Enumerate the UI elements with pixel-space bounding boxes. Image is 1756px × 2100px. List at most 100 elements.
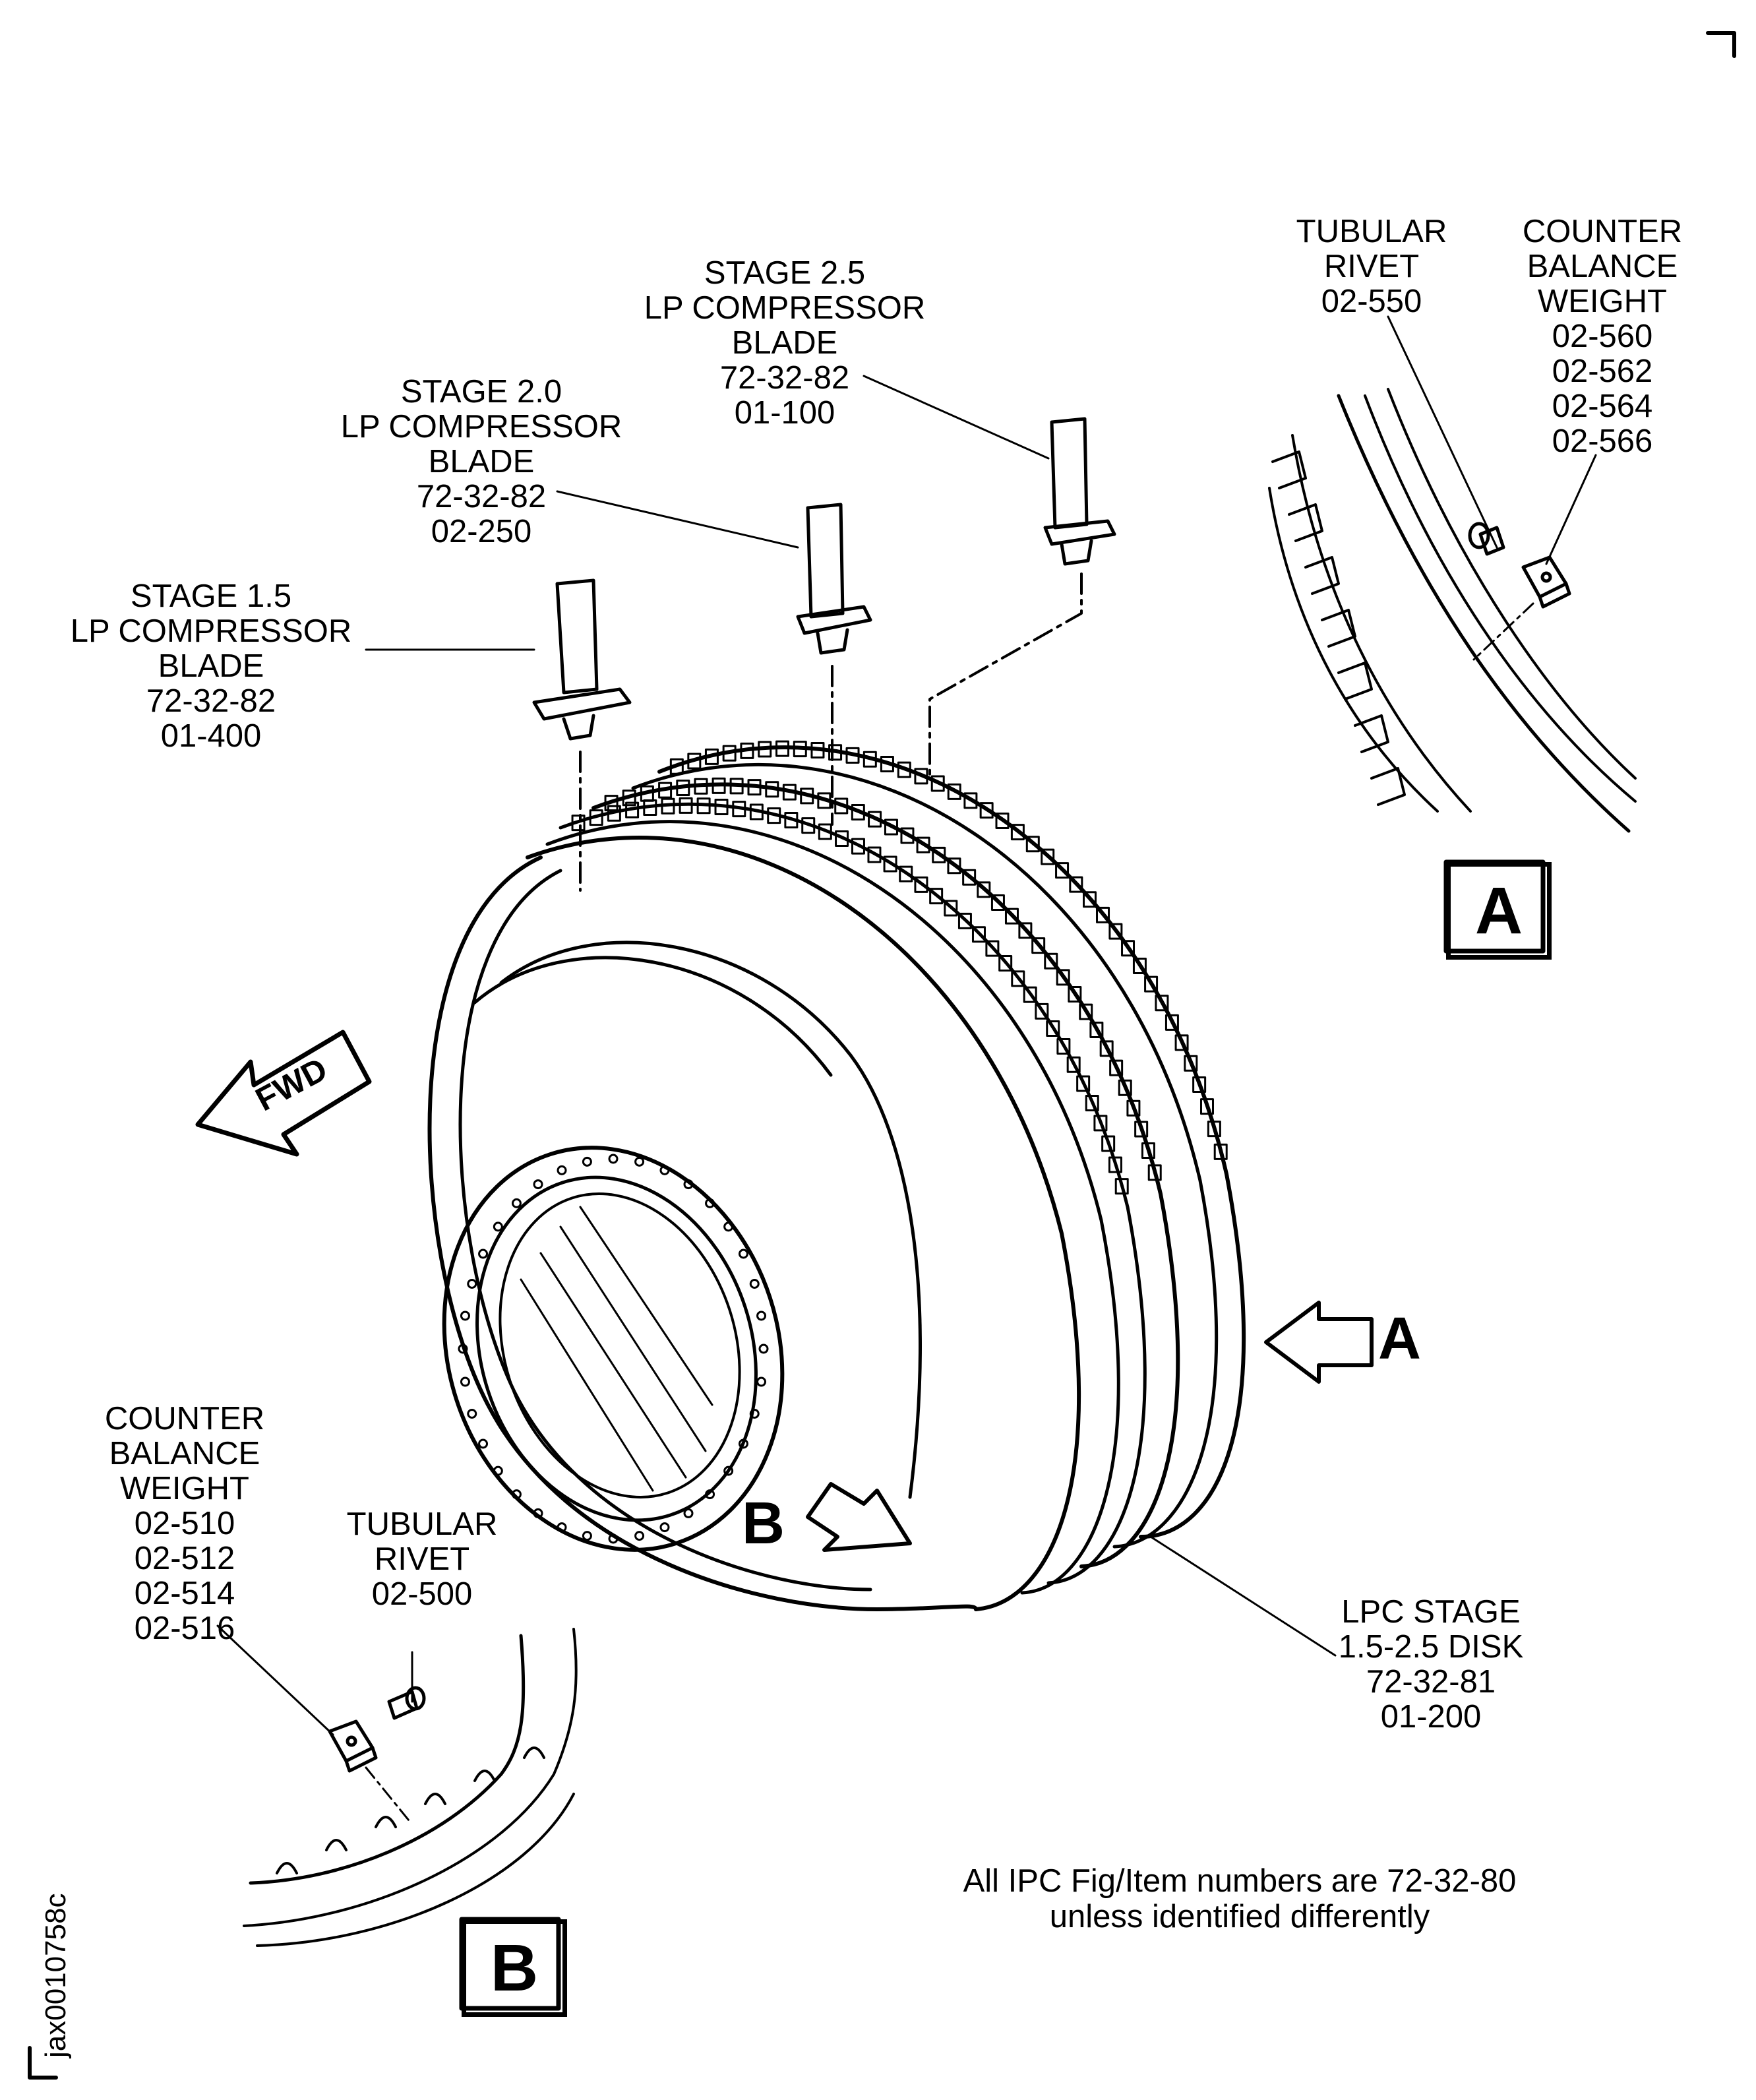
blade-slot bbox=[782, 784, 797, 801]
blade-slot bbox=[704, 748, 719, 765]
blade-slot bbox=[1121, 940, 1135, 957]
blade-slot bbox=[749, 803, 764, 820]
bolt-hole bbox=[756, 1311, 767, 1321]
stage-2-0-blade bbox=[796, 503, 872, 826]
blade-slot bbox=[1056, 1037, 1071, 1055]
bolt-hole bbox=[458, 1343, 468, 1354]
bolt-hole bbox=[634, 1156, 645, 1167]
blade-slot bbox=[1018, 922, 1033, 939]
blade-slot bbox=[1056, 969, 1070, 986]
rim-step bbox=[1304, 556, 1340, 595]
blade-slot bbox=[1134, 1121, 1149, 1138]
blade-slot bbox=[589, 809, 603, 826]
blade-slot bbox=[800, 788, 814, 805]
bolt-hole bbox=[608, 1154, 619, 1164]
blade-slot bbox=[1132, 958, 1147, 974]
blade-slot bbox=[1101, 1135, 1116, 1152]
blade-slot bbox=[740, 742, 754, 759]
view-b-arrow bbox=[806, 1482, 912, 1552]
blade-slot bbox=[1041, 848, 1055, 865]
blade-slot bbox=[883, 855, 897, 873]
blade-slot bbox=[1046, 1020, 1060, 1037]
blade-slot bbox=[1213, 1143, 1228, 1160]
blade-slot bbox=[1010, 824, 1025, 841]
bolt-hole bbox=[749, 1278, 760, 1289]
blade-slot bbox=[947, 857, 961, 875]
blade-slot bbox=[944, 900, 958, 917]
blade-slot bbox=[863, 751, 877, 768]
bolt-hole bbox=[533, 1508, 543, 1518]
blade-slot bbox=[1068, 986, 1082, 1003]
blade-slot bbox=[985, 940, 1000, 957]
bolt-hole bbox=[582, 1531, 592, 1541]
blade-slot bbox=[979, 802, 994, 819]
blade-slot bbox=[1011, 970, 1025, 987]
bolt-hole bbox=[738, 1438, 748, 1449]
blade-slot bbox=[1055, 862, 1070, 879]
blade-slot bbox=[775, 740, 790, 757]
blade-slot bbox=[669, 758, 684, 775]
rim-step bbox=[1337, 662, 1373, 700]
bolt-hole bbox=[634, 1531, 645, 1541]
view-a-arrow bbox=[1264, 1301, 1374, 1384]
rim-notch bbox=[325, 1839, 348, 1851]
blade-slot bbox=[571, 815, 586, 832]
blade-slot bbox=[818, 823, 832, 840]
blade-slot bbox=[1079, 1003, 1093, 1020]
stage-2-5-blade bbox=[928, 417, 1116, 780]
detail-a-view bbox=[1268, 388, 1637, 833]
bolt-hole bbox=[467, 1278, 477, 1289]
blade-slot bbox=[1093, 1115, 1108, 1132]
flange-bolt-holes bbox=[458, 1154, 769, 1544]
blade-slot bbox=[658, 782, 673, 799]
bolt-hole bbox=[608, 1533, 619, 1544]
blade-slot bbox=[1035, 1003, 1049, 1020]
blade-slot bbox=[747, 779, 762, 796]
blade-slot bbox=[880, 756, 894, 773]
blade-slot bbox=[998, 954, 1013, 972]
bolt-hole bbox=[659, 1165, 670, 1175]
blade-slot bbox=[679, 797, 693, 814]
blade-slot bbox=[1165, 1014, 1179, 1031]
bolt-hole bbox=[493, 1221, 503, 1232]
blade-slot bbox=[884, 818, 898, 836]
bolt-hole bbox=[533, 1179, 543, 1190]
bolt-hole bbox=[493, 1466, 503, 1476]
rim-notch bbox=[424, 1793, 446, 1805]
rim-step bbox=[1370, 767, 1406, 806]
blade-slot bbox=[1141, 1142, 1155, 1159]
blade-slot bbox=[722, 745, 737, 762]
rim-step bbox=[1271, 450, 1307, 489]
rim-notch bbox=[523, 1746, 545, 1759]
blade-slot bbox=[1108, 1156, 1122, 1173]
blade-slot bbox=[676, 780, 690, 797]
blade-slot bbox=[1199, 1098, 1214, 1115]
detail-b-view bbox=[243, 1628, 578, 1947]
blade-slot bbox=[732, 801, 746, 818]
blade-slot bbox=[607, 805, 621, 822]
bolt-hole bbox=[511, 1489, 522, 1500]
blade-slot bbox=[1155, 995, 1169, 1012]
corner-mark-bottom-left bbox=[28, 2046, 58, 2080]
blade-slot bbox=[1066, 1056, 1081, 1073]
blade-slot bbox=[1126, 1099, 1141, 1117]
blade-slot bbox=[801, 817, 816, 834]
blade-slot bbox=[1076, 1075, 1091, 1092]
blade-slot bbox=[1096, 906, 1110, 923]
blade-slot bbox=[971, 926, 986, 943]
leader-lines bbox=[216, 315, 1597, 1736]
blade-slot bbox=[696, 797, 711, 815]
blade-slot bbox=[914, 768, 928, 785]
blade-slot bbox=[1085, 1095, 1099, 1112]
blade-slot bbox=[661, 797, 675, 815]
blade-slot bbox=[930, 775, 945, 792]
bolt-hole bbox=[467, 1409, 477, 1419]
view-a-letter: A bbox=[1378, 1306, 1421, 1372]
rim-step bbox=[1321, 609, 1356, 648]
